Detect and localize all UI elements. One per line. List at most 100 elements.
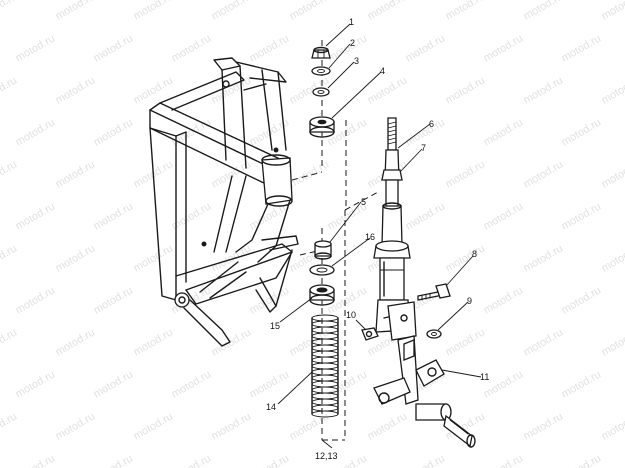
fasteners xyxy=(361,283,451,341)
strut-assembly xyxy=(373,117,417,341)
watermark-text: motod.ru xyxy=(600,0,625,23)
watermark-text: motod.ru xyxy=(92,284,136,316)
watermark-text: motod.ru xyxy=(14,116,58,148)
watermark-text: motod.ru xyxy=(522,158,566,190)
watermark-text: motod.ru xyxy=(560,200,604,232)
watermark-text: motod.ru xyxy=(288,326,332,358)
watermark-text: motod.ru xyxy=(366,0,410,23)
watermark-text: motod.ru xyxy=(482,200,526,232)
spring-coil xyxy=(311,350,339,358)
callout-6: 6 xyxy=(429,119,434,129)
spring-coil xyxy=(311,314,339,322)
watermark-text: motod.ru xyxy=(600,326,625,358)
watermark-text: motod.ru xyxy=(210,74,254,106)
watermark-text: motod.ru xyxy=(248,32,292,64)
watermark-text: motod.ru xyxy=(132,410,176,442)
callout-4: 4 xyxy=(380,66,385,76)
watermark-text: motod.ru xyxy=(326,368,370,400)
watermark-text: motod.ru xyxy=(132,242,176,274)
watermark-text: motod.ru xyxy=(366,74,410,106)
frame-drawing xyxy=(149,57,299,347)
watermark-text: motod.ru xyxy=(54,74,98,106)
watermark-text: motod.ru xyxy=(522,74,566,106)
watermark-text: motod.ru xyxy=(0,326,19,358)
watermark-text: motod.ru xyxy=(404,452,448,468)
spring-coil xyxy=(311,380,339,388)
watermark-text: motod.ru xyxy=(444,0,488,23)
watermark-text: motod.ru xyxy=(14,200,58,232)
watermark-text: motod.ru xyxy=(0,410,19,442)
watermark-text: motod.ru xyxy=(522,326,566,358)
watermark-text: motod.ru xyxy=(248,368,292,400)
callout-14: 14 xyxy=(266,402,276,412)
spring-coil xyxy=(311,404,339,412)
callout-9: 9 xyxy=(467,296,472,306)
watermark-text: motod.ru xyxy=(210,242,254,274)
callout-3: 3 xyxy=(354,56,359,66)
watermark-text: motod.ru xyxy=(170,32,214,64)
watermark-text: motod.ru xyxy=(288,0,332,23)
watermark-text: motod.ru xyxy=(404,200,448,232)
watermark-text: motod.ru xyxy=(522,242,566,274)
watermark-text: motod.ru xyxy=(54,158,98,190)
watermark-text: motod.ru xyxy=(482,32,526,64)
spring-coil xyxy=(311,320,339,328)
watermark-text: motod.ru xyxy=(288,410,332,442)
spring-coil xyxy=(311,362,339,370)
watermark-text: motod.ru xyxy=(132,74,176,106)
watermark-text: motod.ru xyxy=(288,158,332,190)
callout-11: 11 xyxy=(480,372,489,382)
watermark-text: motod.ru xyxy=(600,74,625,106)
callout-8: 8 xyxy=(472,249,477,259)
watermark-text: motod.ru xyxy=(14,368,58,400)
spring-coil xyxy=(311,398,339,406)
callout-2: 2 xyxy=(350,38,355,48)
watermark-text: motod.ru xyxy=(54,410,98,442)
callout-7: 7 xyxy=(421,143,426,153)
spring-coil xyxy=(311,374,339,382)
watermark-text: motod.ru xyxy=(92,116,136,148)
watermark-text: motod.ru xyxy=(0,158,19,190)
watermark-text: motod.ru xyxy=(14,32,58,64)
watermark-text: motod.ru xyxy=(444,158,488,190)
callout-1: 1 xyxy=(349,17,354,27)
watermark-text: motod.ru xyxy=(210,410,254,442)
watermark-text: motod.ru xyxy=(54,0,98,23)
top-hardware xyxy=(309,46,335,138)
watermark-text: motod.ru xyxy=(14,284,58,316)
watermark-text: motod.ru xyxy=(404,32,448,64)
callout-5: 5 xyxy=(361,197,366,207)
watermark-text: motod.ru xyxy=(92,368,136,400)
watermark-text: motod.ru xyxy=(482,452,526,468)
watermark-text: motod.ru xyxy=(444,326,488,358)
watermark-text: motod.ru xyxy=(560,368,604,400)
watermark-text: motod.ru xyxy=(92,200,136,232)
watermark-text: motod.ru xyxy=(170,452,214,468)
watermark-text: motod.ru xyxy=(210,326,254,358)
watermark-text: motod.ru xyxy=(92,452,136,468)
centerlines xyxy=(291,40,379,441)
watermark-text: motod.ru xyxy=(0,0,19,23)
watermark-text: motod.ru xyxy=(444,242,488,274)
watermark-text: motod.ru xyxy=(560,32,604,64)
callout-16: 16 xyxy=(365,232,375,242)
watermark-text: motod.ru xyxy=(444,74,488,106)
watermark-text: motod.ru xyxy=(600,158,625,190)
spring-coil xyxy=(311,344,339,352)
callout-10: 10 xyxy=(346,310,356,320)
watermark-text: motod.ru xyxy=(210,0,254,23)
watermark-text: motod.ru xyxy=(132,0,176,23)
spring-coil xyxy=(311,356,339,364)
watermark-text: motod.ru xyxy=(0,74,19,106)
callout-12-13: 12,13 xyxy=(315,451,338,461)
spring-coil xyxy=(311,368,339,376)
callouts: 1 2 3 4 5 6 7 8 9 10 11 12,13 14 15 16 xyxy=(266,17,489,461)
spindle-knuckle xyxy=(373,335,476,448)
watermark-text: motod.ru xyxy=(54,242,98,274)
watermark-text: motod.ru xyxy=(54,326,98,358)
leader-lines xyxy=(277,23,482,449)
watermark-text: motod.ru xyxy=(560,284,604,316)
watermark-text: motod.ru xyxy=(92,32,136,64)
watermark-text: motod.ru xyxy=(600,242,625,274)
